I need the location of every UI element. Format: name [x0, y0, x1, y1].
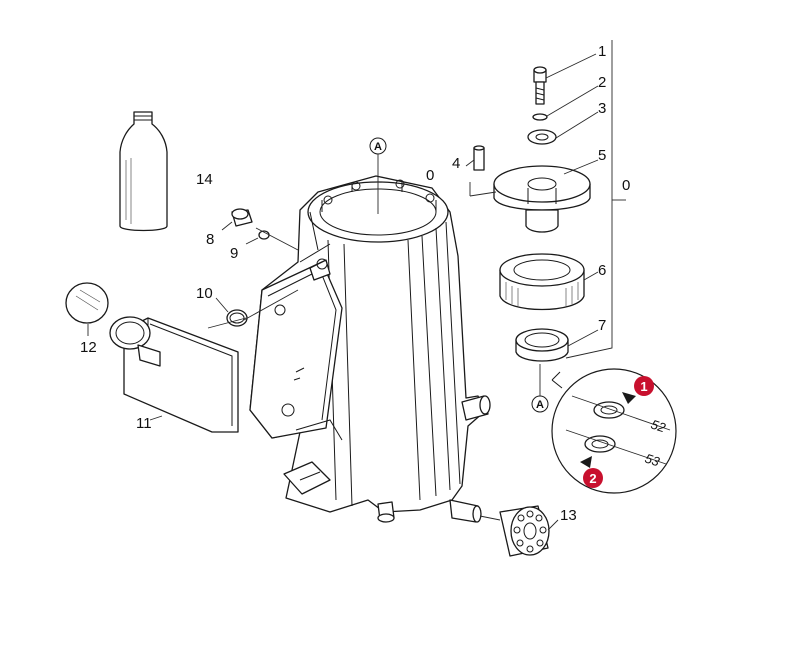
arrow-2-icon	[580, 456, 592, 468]
part-12-cap	[65, 282, 109, 324]
reference-mark-bottom: A	[531, 364, 549, 413]
part-10-oring	[226, 309, 248, 327]
part-7-seal	[515, 328, 569, 362]
callout-2: 2	[598, 74, 606, 91]
callout-1: 1	[598, 43, 606, 60]
callout-8: 8	[206, 231, 214, 248]
part-5-flange	[493, 165, 591, 233]
leader-lines	[87, 40, 626, 531]
callout-labels: 1 2 3 4 0 5 6 7 8 9 10 11 12 13 14 0	[80, 43, 630, 524]
callout-4: 4	[452, 155, 460, 172]
callout-3: 3	[598, 100, 606, 117]
seal-orientation-detail: 1 2 52 53	[551, 368, 677, 494]
detail-dim-53: 53	[643, 451, 662, 470]
reference-mark-top-label: A	[374, 141, 382, 153]
callout-10: 10	[196, 285, 213, 302]
detail-dim-52: 52	[649, 417, 668, 436]
part-1-bolt	[533, 66, 547, 105]
arrow-1-icon	[622, 392, 636, 404]
badge-2	[583, 468, 603, 488]
part-8-plug	[231, 208, 253, 227]
callout-9: 9	[230, 245, 238, 262]
badge-1-label: 1	[640, 379, 647, 394]
part-3-washer	[527, 129, 557, 145]
part-13-cylinder-block	[499, 505, 550, 557]
callout-13: 13	[560, 507, 577, 524]
part-2-washer	[532, 113, 548, 121]
callout-11: 11	[136, 415, 152, 432]
callout-5: 5	[598, 147, 606, 164]
part-6-bearing	[499, 253, 585, 311]
badge-1	[634, 376, 654, 396]
part-4-pin	[473, 145, 485, 171]
callout-7: 7	[598, 317, 606, 334]
callout-group-zero: 0	[622, 177, 630, 194]
callout-6: 6	[598, 262, 606, 279]
part-14-oil-bottle	[119, 111, 168, 232]
callout-12: 12	[80, 339, 97, 356]
reference-mark-bottom-label: A	[536, 399, 544, 411]
badge-2-label: 2	[589, 471, 596, 486]
part-11-oil-tank	[109, 316, 239, 433]
callout-4-zero: 0	[426, 167, 434, 184]
reference-mark-top: A	[369, 137, 387, 214]
pump-housing	[249, 175, 491, 523]
callout-14: 14	[196, 171, 213, 188]
